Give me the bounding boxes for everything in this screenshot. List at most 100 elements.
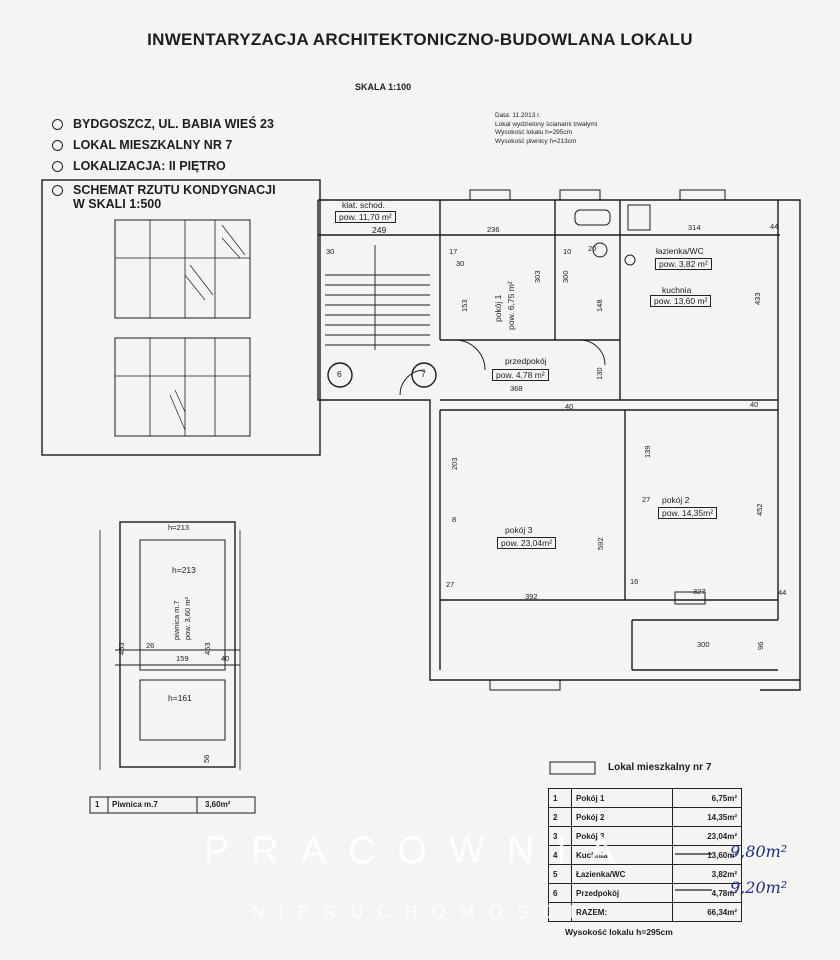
table-row: RAZEM:66,34m² xyxy=(548,902,742,922)
row-name: Pokój 1 xyxy=(571,788,673,808)
dim-44b: 44 xyxy=(778,588,787,597)
small-table-area: 3,60m² xyxy=(205,800,231,809)
address-text: BYDGOSZCZ, UL. BABIA WIEŚ 23 xyxy=(73,117,274,131)
basement-dim-26: 26 xyxy=(146,641,155,650)
schema-line1: SCHEMAT RZUTU KONDYGNACJI xyxy=(73,183,276,197)
location-text: LOKALIZACJA: II PIĘTRO xyxy=(73,159,226,173)
dim-stair: 249 xyxy=(372,225,387,235)
row-name: Przedpokój xyxy=(571,883,673,903)
przedpokoj-name: przedpokój xyxy=(505,356,547,366)
door6-marker xyxy=(327,362,353,388)
scale-label: SKALA 1:100 xyxy=(355,82,412,92)
stair-area: pow. 11,70 m² xyxy=(335,211,396,223)
bullet-icon xyxy=(52,161,63,172)
schema-plan-lower xyxy=(114,337,251,437)
watermark-line2: NIERUCHOMOŚCI xyxy=(251,902,589,922)
info-unit: LOKAL MIESZKALNY NR 7 xyxy=(52,138,232,152)
dim-153: 153 xyxy=(460,299,469,312)
dim-203: 203 xyxy=(450,457,459,470)
lazienka-area: pow. 3,82 m² xyxy=(655,258,712,270)
przedpokoj-area: pow. 4,78 m² xyxy=(492,369,549,381)
basement-dim-453a: 453 xyxy=(117,642,126,655)
dim-30b: 30 xyxy=(456,259,465,268)
basement-h-top: h=213 xyxy=(168,523,190,532)
pokoj2-area: pow. 14,35m² xyxy=(658,507,718,519)
door7-label: 7 xyxy=(421,369,426,379)
basement-dim-56: 56 xyxy=(202,754,211,763)
pokoj1-name: pokój 1 xyxy=(493,294,503,322)
row-area: 14,35m² xyxy=(672,807,742,827)
dim-139: 139 xyxy=(643,445,652,458)
dim-27b: 27 xyxy=(446,580,455,589)
unit-text: LOKAL MIESZKALNY NR 7 xyxy=(73,138,233,152)
dim-30: 30 xyxy=(326,247,335,256)
dim-130: 130 xyxy=(595,367,604,380)
row-name: Pokój 2 xyxy=(571,807,673,827)
unit-height: Wysokość lokalu h=295cm xyxy=(565,927,673,937)
basement-name: piwnica m.7 xyxy=(172,600,181,640)
pokoj2-name: pokój 2 xyxy=(662,495,690,505)
pokoj3-name: pokój 3 xyxy=(505,525,533,535)
dim-592: 592 xyxy=(596,537,605,550)
page-title: INWENTARYZACJA ARCHITEKTONICZNO-BUDOWLAN… xyxy=(147,30,693,49)
basement-dim-453b: 453 xyxy=(203,642,212,655)
note-line1: Lokal wydzielony ścianami trwałymi xyxy=(495,120,598,128)
handwritten-correction-1: 9,80m² xyxy=(730,842,788,861)
dim-17: 17 xyxy=(449,247,458,256)
row-number: 6 xyxy=(548,883,572,903)
dim-327: 327 xyxy=(693,587,706,596)
small-table-num: 1 xyxy=(95,800,100,809)
dim-300: 300 xyxy=(561,270,570,283)
dim-300b: 300 xyxy=(697,640,710,649)
dim-10: 10 xyxy=(563,247,572,256)
bullet-icon xyxy=(52,185,63,196)
notes-block: Data: 11.2013 r. Lokal wydzielony ściana… xyxy=(495,112,597,146)
bullet-icon xyxy=(52,119,63,130)
schema-plan-upper xyxy=(114,219,251,319)
lazienka-name: łazienka/WC xyxy=(656,246,704,256)
pokoj3-area: pow. 23,04m² xyxy=(497,537,557,549)
info-address: BYDGOSZCZ, UL. BABIA WIEŚ 23 xyxy=(52,117,274,131)
pokoj1-area: pow. 6,75 m² xyxy=(506,281,516,330)
note-line2: Wysokość lokalu h=295cm xyxy=(495,129,573,136)
basement-h-mid: h=213 xyxy=(172,565,196,575)
row-area: 6,75m² xyxy=(672,788,742,808)
dim-368: 368 xyxy=(510,384,523,393)
info-location: LOKALIZACJA: II PIĘTRO xyxy=(52,159,226,173)
dim-20: 20 xyxy=(588,244,597,253)
note-date: Data: 11.2013 r. xyxy=(495,112,541,119)
legend-title: Lokal mieszkalny nr 7 xyxy=(608,762,712,773)
bullet-icon xyxy=(52,140,63,151)
basement-dim-159: 159 xyxy=(176,654,189,663)
dim-433: 433 xyxy=(753,292,762,305)
dim-96: 96 xyxy=(756,641,765,650)
dim-314: 314 xyxy=(688,223,701,232)
basement-outline xyxy=(119,521,236,768)
dim-40b: 40 xyxy=(750,400,759,409)
handwritten-correction-2: 9,20m² xyxy=(730,878,788,897)
door7-marker xyxy=(411,362,437,388)
info-schema: SCHEMAT RZUTU KONDYGNACJI W SKALI 1:500 xyxy=(52,183,276,211)
watermark-line1: PRACOWNIA xyxy=(203,830,637,872)
dim-236: 236 xyxy=(487,225,500,234)
dim-392: 392 xyxy=(525,592,538,601)
door6-label: 6 xyxy=(337,369,342,379)
basement-h-low: h=161 xyxy=(168,693,192,703)
dim-40a: 40 xyxy=(565,402,574,411)
basement-area: pow. 3,60 m² xyxy=(183,597,192,640)
dim-452: 452 xyxy=(755,503,764,516)
outer-wall xyxy=(318,199,801,691)
legend-swatch xyxy=(549,761,596,775)
dim-16: 16 xyxy=(630,577,639,586)
dim-8: 8 xyxy=(452,515,457,524)
row-number: 1 xyxy=(548,788,572,808)
schema-frame xyxy=(41,179,321,456)
stair-name: klat. schod. xyxy=(342,200,385,210)
dim-27a: 27 xyxy=(642,495,651,504)
